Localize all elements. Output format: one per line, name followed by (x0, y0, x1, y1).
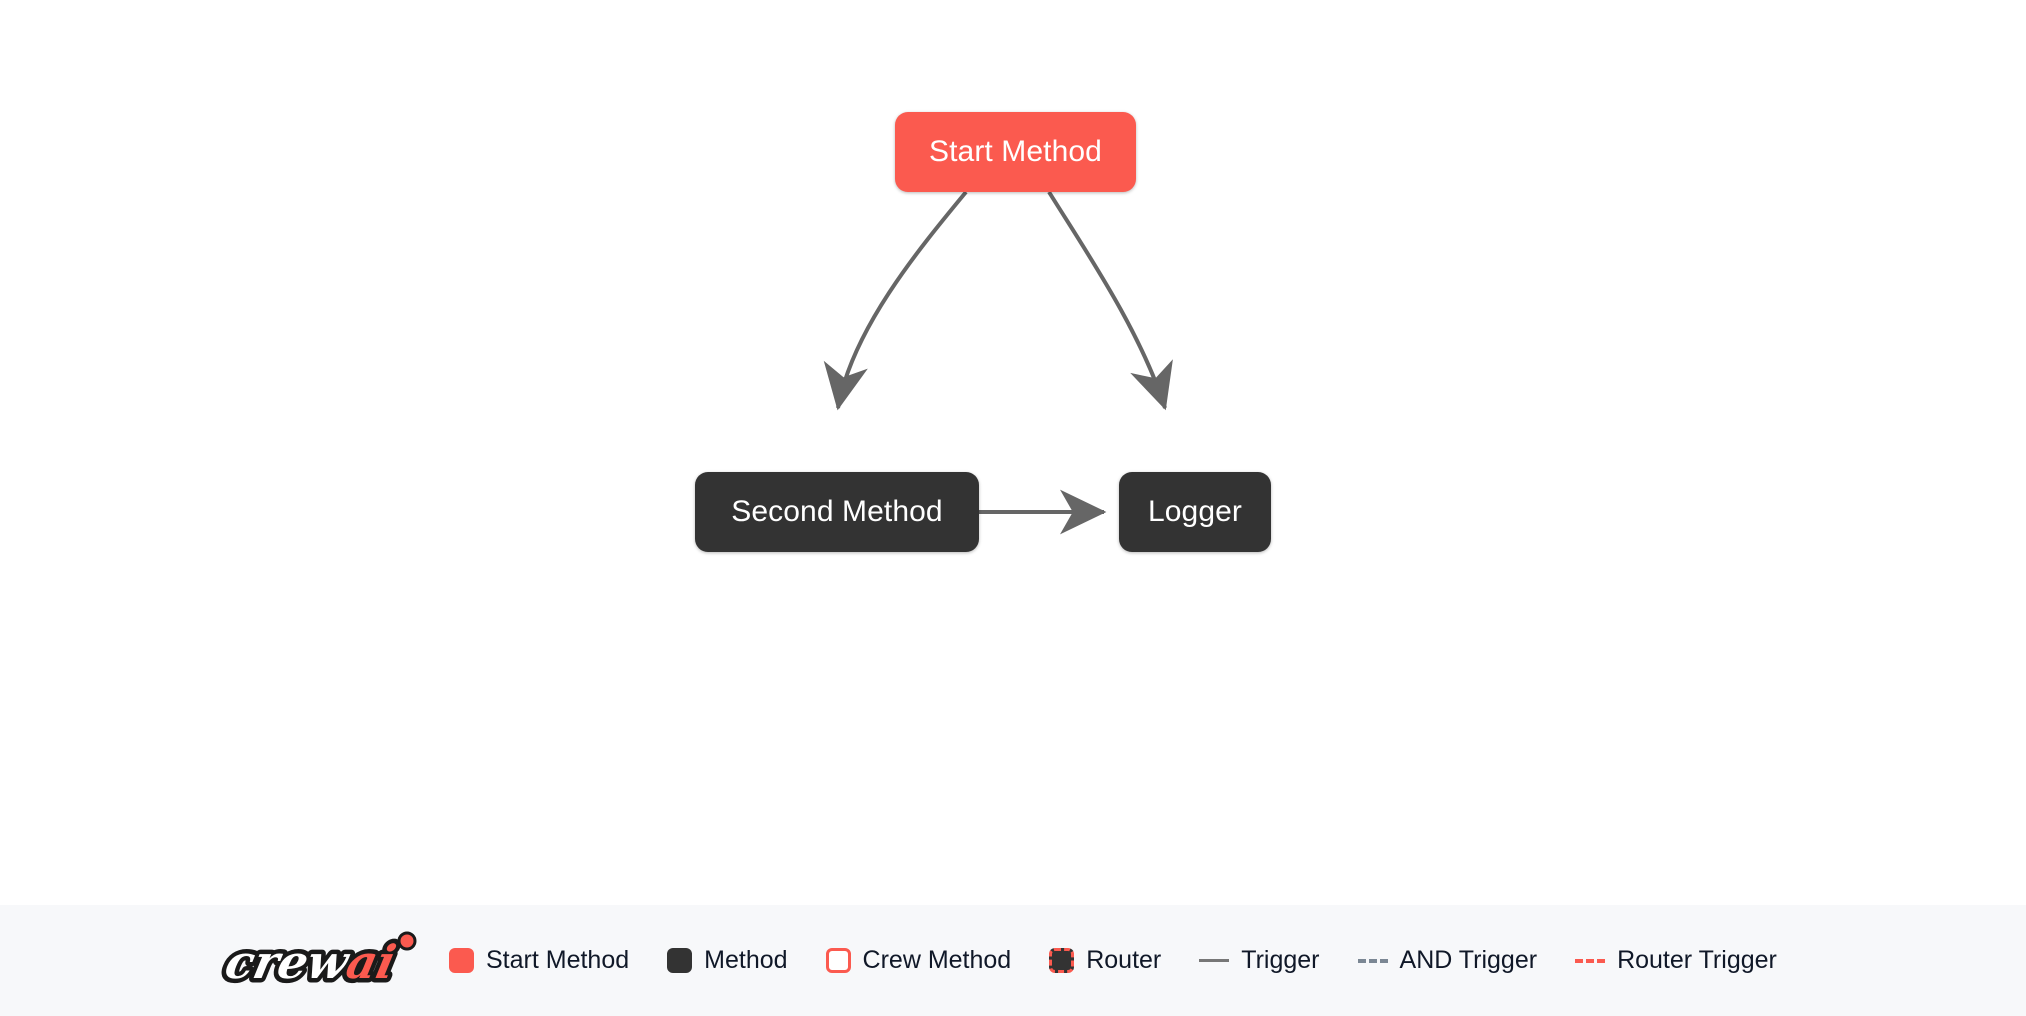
legend-item-method: Method (667, 946, 788, 974)
node-label: Second Method (731, 495, 943, 528)
legend-label: Trigger (1241, 946, 1320, 974)
flow-node-start-method[interactable]: Start Method (895, 112, 1136, 192)
legend-bar: crewai crew crewai Start Method Method C… (0, 905, 2026, 1016)
router-trigger-line-icon (1575, 958, 1606, 963)
flow-node-logger[interactable]: Logger (1119, 472, 1271, 552)
legend-items: Start Method Method Crew Method Router T… (449, 948, 1777, 973)
legend-item-start-method: Start Method (449, 948, 629, 973)
edge-start-to-logger (1047, 190, 1173, 411)
legend-item-router: Router (1049, 948, 1161, 973)
flow-canvas[interactable]: Start Method Second Method Logger (0, 0, 2026, 905)
legend-item-crew-method: Crew Method (825, 946, 1012, 974)
legend-item-and-trigger: AND Trigger (1357, 946, 1538, 974)
flow-node-second-method[interactable]: Second Method (695, 472, 979, 552)
router-swatch-icon (1049, 948, 1075, 973)
legend-label: Start Method (486, 946, 630, 974)
crewai-logo: crewai crew crewai (216, 931, 417, 991)
and-trigger-line-icon (1357, 958, 1388, 963)
legend-item-trigger: Trigger (1199, 946, 1320, 974)
edge-start-to-second (823, 190, 968, 411)
node-label: Start Method (929, 135, 1102, 168)
svg-text:crewai: crewai (221, 934, 401, 988)
svg-text:crew: crew (221, 934, 356, 988)
edge-layer (823, 190, 1173, 535)
legend-label: Router Trigger (1617, 946, 1777, 974)
crew-method-swatch-icon (825, 948, 851, 973)
legend-label: Router (1086, 946, 1162, 974)
method-swatch-icon (667, 948, 693, 973)
trigger-line-icon (1199, 959, 1230, 962)
node-label: Logger (1147, 495, 1242, 528)
legend-item-router-trigger: Router Trigger (1575, 948, 1777, 973)
svg-text:crewai: crewai (221, 934, 401, 988)
legend-label: Method (704, 946, 788, 974)
start-method-swatch-icon (449, 948, 474, 973)
legend-label: Crew Method (862, 946, 1012, 974)
legend-label: AND Trigger (1399, 946, 1538, 974)
